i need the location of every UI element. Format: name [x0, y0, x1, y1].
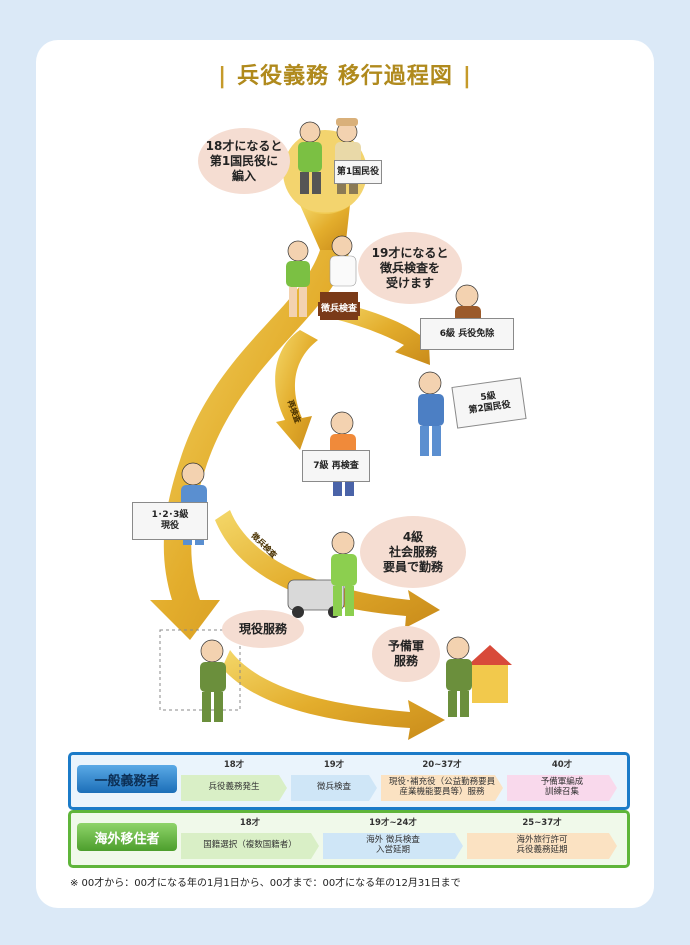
sign-grade123: 1･2･3級現役	[132, 502, 208, 540]
general-duty-head: 一般義務者	[77, 765, 177, 793]
bubble-4: 4級社会服務要員で勤務	[360, 516, 466, 588]
abroad-resident-head: 海外移住者	[77, 823, 177, 851]
age-label: 18才	[239, 818, 261, 828]
age-label: 19才	[323, 760, 345, 770]
step-reserve: 予備軍編成訓練召集	[507, 775, 617, 801]
general-duty-row: 一般義務者 18才 兵役義務発生 19才 徴兵検査 20~37才 現役･補充役（…	[68, 752, 630, 810]
flow-arrow-reserve	[222, 650, 445, 740]
bubble-yobigun: 予備軍服務	[372, 626, 440, 682]
step-abroad-exam: 海外 徴兵検査入営延期	[323, 833, 463, 859]
abroad-resident-row: 海外移住者 18才 国籍選択（複数国籍者） 19才~24才 海外 徴兵検査入営延…	[68, 810, 630, 868]
bubble-geneki: 現役服務	[222, 610, 304, 648]
step-nationality: 国籍選択（複数国籍者）	[181, 833, 319, 859]
step-exam: 徴兵検査	[291, 775, 377, 801]
footnote: ※ 00才から：00才になる年の1月1日から、00才まで：00才になる年の12月…	[70, 878, 461, 889]
flow-arrow-4	[215, 510, 440, 628]
sign-grade6: 6級 兵役免除	[420, 318, 514, 350]
page-title: |兵役義務 移行過程図|	[218, 64, 472, 89]
bubble-18: 18才になると第1国民役に編入	[198, 128, 290, 194]
bubble-19: 19才になると徴兵検査を受けます	[358, 232, 462, 304]
age-label: 18才	[223, 760, 245, 770]
fence	[159, 629, 241, 711]
age-label: 19才~24才	[369, 818, 417, 828]
person-green-top	[298, 121, 322, 194]
sign-kokumin1: 第1国民役	[334, 160, 382, 184]
flow-arrow-7	[275, 330, 318, 450]
step-duty-start: 兵役義務発生	[181, 775, 287, 801]
house	[468, 645, 512, 703]
step-travel-permit: 海外旅行許可兵役義務延期	[467, 833, 617, 859]
person-blue-5	[418, 371, 444, 456]
age-label: 40才	[551, 760, 573, 770]
sign-grade7: 7級 再検査	[302, 450, 370, 482]
age-label: 20~37才	[422, 760, 462, 770]
person-green-exam	[286, 240, 310, 317]
flow-arrow-main	[150, 250, 350, 640]
soldier-fence	[200, 639, 226, 722]
sign-choheikensa: 徴兵検査	[318, 302, 360, 316]
soldier-reserve	[446, 636, 472, 717]
step-active-service: 現役･補充役（公益勤務要員産業機能要員等）服務	[381, 775, 503, 801]
person-green-4	[331, 531, 357, 616]
age-label: 25~37才	[522, 818, 562, 828]
